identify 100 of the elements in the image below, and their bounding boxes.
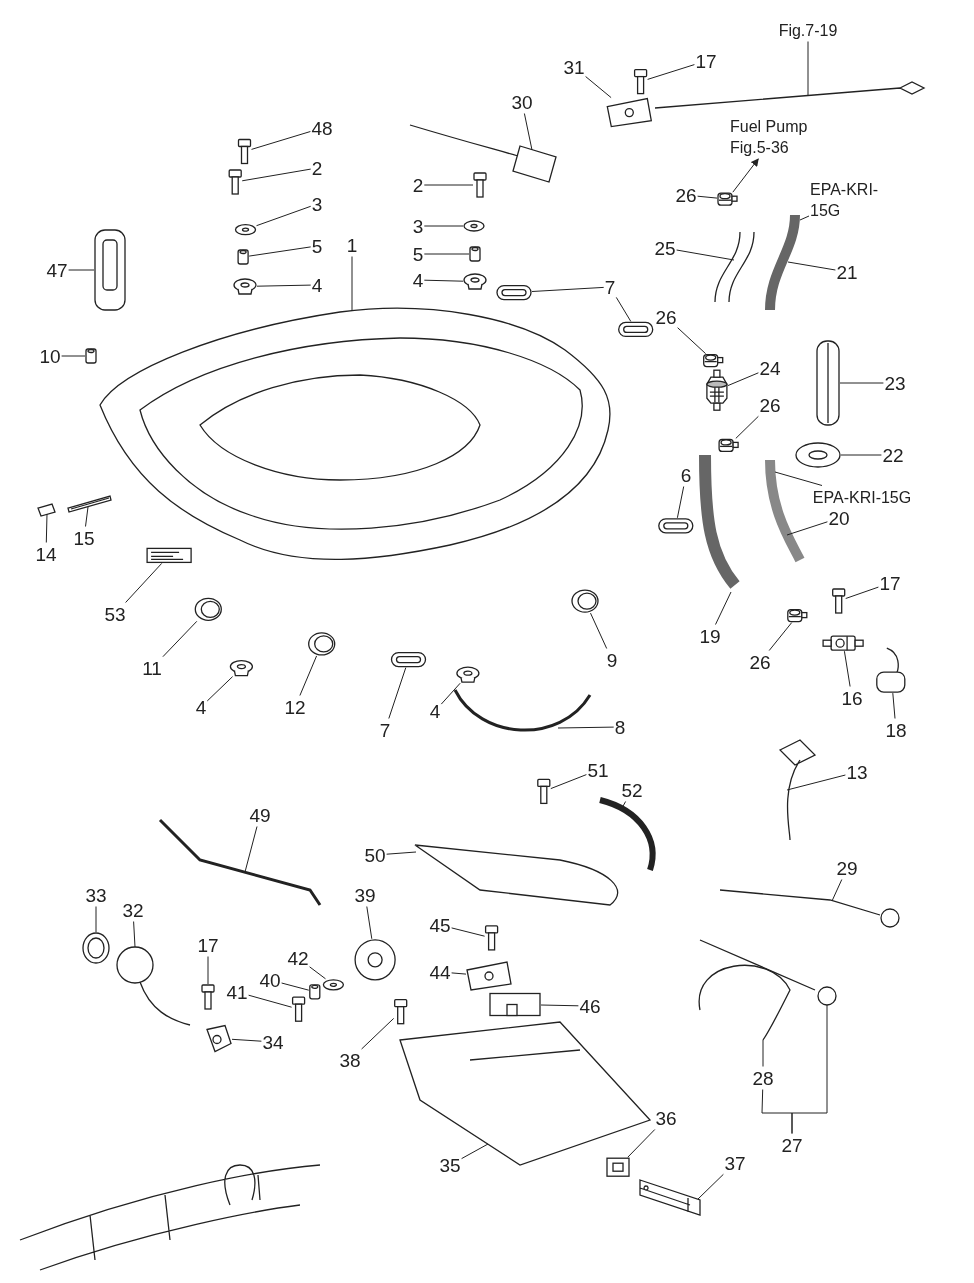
leader-line	[799, 215, 810, 221]
callout-number: 20	[828, 507, 850, 529]
leader-line	[423, 225, 464, 227]
pulley-drawing	[354, 939, 396, 981]
leader-line	[615, 296, 632, 322]
nipple-drawing	[37, 503, 56, 517]
leader-line	[451, 927, 486, 937]
leader-line	[831, 879, 843, 902]
callout-number: 30	[511, 91, 533, 113]
callout-number: 13	[846, 761, 868, 783]
leader-line	[95, 906, 97, 933]
collar-drawing	[606, 1157, 630, 1177]
callout-number: 9	[606, 649, 618, 671]
callout-number: 50	[364, 844, 386, 866]
bolt-drawing	[291, 996, 306, 1022]
callout-number: 35	[439, 1154, 461, 1176]
callout-number: 34	[262, 1031, 284, 1053]
grommet-drawing	[496, 284, 532, 301]
callout-number: 4	[429, 700, 441, 722]
leader-line	[423, 253, 470, 255]
leader-line	[85, 506, 89, 527]
leader-line	[557, 726, 615, 729]
callout-number: 17	[695, 50, 717, 72]
bracket-drawing	[606, 97, 653, 128]
callout-number: 22	[882, 444, 904, 466]
switch-cable-drawing	[719, 889, 900, 928]
wire-drawing	[779, 739, 816, 841]
callout-number: 17	[197, 934, 219, 956]
washer-drawing	[322, 979, 345, 991]
leader-line	[207, 956, 209, 985]
leader-line	[715, 591, 732, 625]
grommet-drawing	[456, 666, 480, 683]
callout-number: 4	[195, 696, 207, 718]
valve-drawing	[822, 635, 864, 651]
seal-ring-drawing	[82, 932, 110, 964]
braided-hose-drawing	[765, 459, 805, 563]
sleeve-drawing	[816, 340, 840, 426]
callout-number: 1	[346, 234, 358, 256]
collar-drawing	[309, 984, 321, 1000]
leader-line	[845, 586, 879, 599]
hose-clip-drawing	[787, 608, 808, 623]
leader-line	[627, 1129, 656, 1158]
callout-number: 28	[752, 1067, 774, 1089]
callout-number: 5	[311, 235, 323, 257]
callout-number: 3	[412, 215, 424, 237]
leader-line	[647, 64, 695, 80]
leader-line	[45, 513, 48, 543]
callout-number: 38	[339, 1049, 361, 1071]
block-drawing	[489, 992, 541, 1017]
label-sheet-drawing	[146, 547, 192, 564]
band-drawing	[453, 689, 592, 732]
callout-number: 25	[654, 237, 676, 259]
leader-line	[523, 113, 533, 151]
callout-number: 14	[35, 543, 57, 565]
callout-number: 2	[412, 174, 424, 196]
callout-number: 16	[841, 687, 863, 709]
callout-number: 2	[311, 157, 323, 179]
leader-line	[248, 994, 293, 1008]
plug-cap-drawing	[308, 632, 336, 656]
callout-number: 40	[259, 969, 281, 991]
tube-drawing	[67, 495, 112, 513]
callout-number: 5	[412, 243, 424, 265]
leader-line	[585, 76, 612, 99]
callout-number: 48	[311, 117, 333, 139]
callout-number: 4	[311, 274, 323, 296]
plug-cap-drawing	[194, 597, 222, 621]
washer-drawing	[234, 224, 257, 236]
grommet-drawing	[463, 273, 487, 290]
callout-number: 18	[885, 719, 907, 741]
fuel-filter-drawing	[706, 369, 728, 411]
leader-line	[423, 279, 464, 282]
callout-number: 11	[142, 657, 162, 679]
leader-line	[248, 246, 312, 257]
braided-hose-drawing	[765, 214, 800, 311]
bolt-drawing	[394, 999, 408, 1025]
callout-number: 32	[122, 899, 144, 921]
callout-number: 26	[675, 184, 697, 206]
hose-clip-drawing	[717, 192, 738, 206]
plug-cap-drawing	[571, 589, 599, 613]
leader-line	[787, 261, 836, 271]
callout-number: 7	[379, 719, 391, 741]
callout-number: 46	[579, 995, 601, 1017]
leader-line	[590, 612, 608, 649]
callout-number: 41	[226, 981, 248, 1003]
leader-line	[299, 655, 318, 696]
leader-line	[423, 184, 474, 186]
leader-line	[206, 676, 234, 702]
callout-number: 10	[39, 345, 61, 367]
callout-number: 45	[429, 914, 451, 936]
grommet-drawing	[116, 946, 191, 1026]
callout-number: 12	[284, 696, 306, 718]
callout-number: 4	[412, 269, 424, 291]
leader-line	[461, 1143, 489, 1160]
bolt-drawing	[201, 984, 215, 1010]
leader-line	[361, 1017, 395, 1050]
leader-line	[697, 1173, 724, 1200]
bolt-drawing	[228, 169, 242, 195]
callout-number: 6	[680, 464, 692, 486]
handle-drawing	[94, 229, 126, 311]
leader-line	[774, 471, 823, 486]
